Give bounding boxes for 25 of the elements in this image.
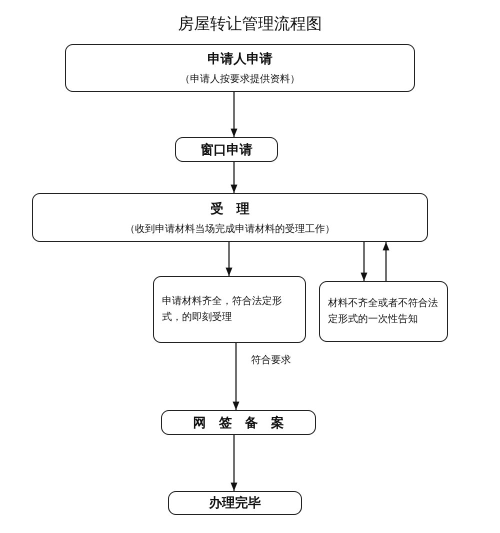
process-box — [153, 276, 306, 343]
arrow — [230, 162, 238, 193]
step-title: 申请材料齐全，符合法定形式，的即刻受理 — [162, 294, 283, 324]
step-title: 申请人申请 — [208, 51, 272, 68]
process-box — [32, 193, 428, 242]
process-box — [168, 491, 302, 515]
edge-label: 符合要求 — [250, 352, 292, 366]
arrow — [230, 92, 238, 137]
step-title: 网 签 备 案 — [193, 414, 284, 432]
arrow — [230, 435, 238, 491]
arrow — [226, 242, 232, 276]
arrow — [232, 343, 240, 410]
process-box — [319, 281, 448, 342]
arrow — [382, 242, 390, 281]
process-box — [161, 410, 316, 435]
process-box — [175, 137, 278, 162]
step-title: 材料不齐全或者不符合法定形式的一次性告知 — [328, 296, 439, 326]
step-title: 窗口申请 — [200, 142, 252, 158]
step-title: 受 理 — [210, 200, 250, 218]
step-title: 办理完毕 — [209, 494, 261, 512]
diagram-title: 房屋转让管理流程图 — [177, 14, 323, 35]
step-note: （申请人按要求提供资料） — [180, 72, 300, 86]
step-note: （收到申请材料当场完成申请材料的受理工作） — [125, 222, 335, 236]
arrow — [360, 242, 368, 281]
process-box — [65, 44, 415, 92]
